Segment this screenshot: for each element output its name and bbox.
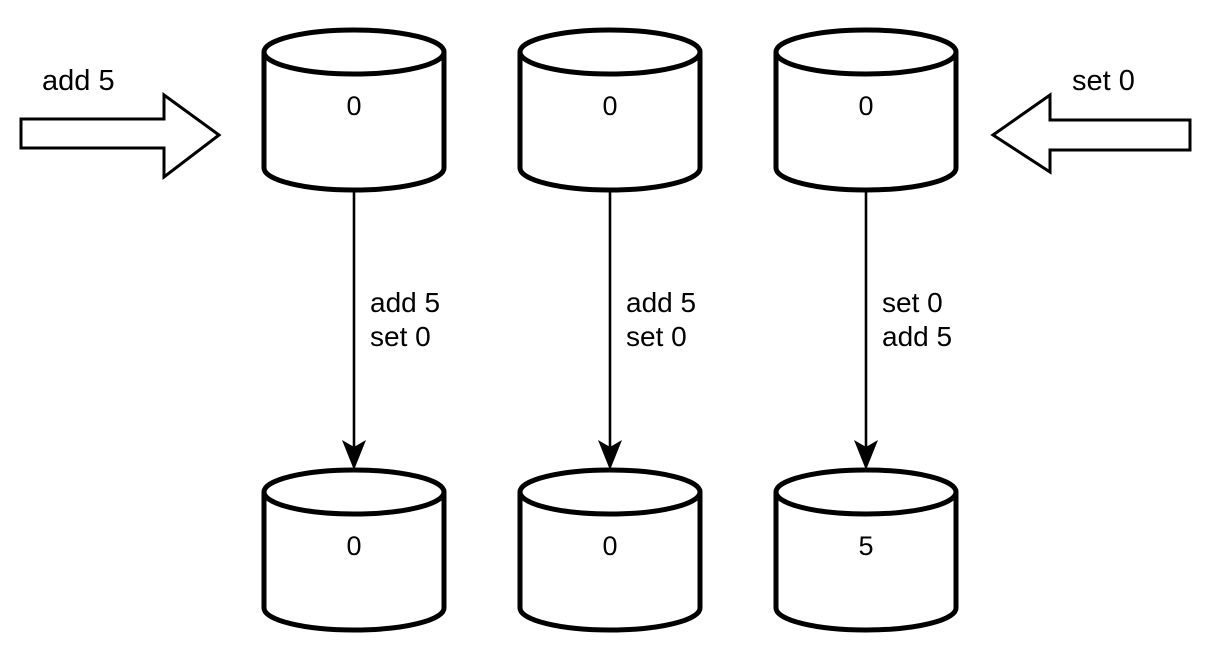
replica-1-bottom-cylinder-cap	[261, 467, 447, 517]
left-block-arrow-shape	[19, 92, 222, 181]
replica-1-bottom-cylinder-body	[261, 489, 447, 633]
replica-column-3: 0 set 0 add 5 5	[773, 27, 959, 633]
replica-3-bottom-cylinder-cap	[773, 467, 959, 517]
replica-3-op-line-2: add 5	[882, 321, 952, 352]
replica-3-bottom-cylinder-body	[773, 489, 959, 633]
right-client-arrow: set 0	[990, 65, 1192, 175]
replica-2-bottom-value: 0	[602, 531, 617, 561]
replica-3-top-value: 0	[858, 91, 873, 121]
replica-2-top-cylinder-body	[517, 49, 703, 193]
replica-1-top-value: 0	[346, 91, 361, 121]
replica-3-edge-arrowhead	[854, 440, 878, 470]
replica-1-edge-arrowhead	[342, 440, 366, 470]
replica-1-op-line-1: add 5	[370, 287, 440, 318]
replica-1-bottom-value: 0	[346, 531, 361, 561]
replica-2-edge-arrowhead	[598, 440, 622, 470]
replica-3-top-cylinder: 0	[773, 27, 959, 193]
replica-2-op-line-2: set 0	[626, 321, 687, 352]
replica-2-op-line-1: add 5	[626, 287, 696, 318]
replica-column-1: 0 add 5 set 0 0	[261, 27, 447, 633]
left-client-arrow-label: add 5	[42, 65, 115, 97]
replica-3-edge: set 0 add 5	[854, 192, 952, 470]
replica-1-top-cylinder-cap	[261, 27, 447, 77]
right-client-arrow-label: set 0	[1072, 65, 1135, 97]
replica-3-op-line-1: set 0	[882, 287, 943, 318]
replica-3-top-cylinder-cap	[773, 27, 959, 77]
replica-1-bottom-cylinder: 0	[261, 467, 447, 633]
left-client-arrow: add 5	[19, 65, 222, 181]
replica-2-bottom-cylinder-cap	[517, 467, 703, 517]
replica-2-bottom-cylinder-body	[517, 489, 703, 633]
replica-3-bottom-cylinder: 5	[773, 467, 959, 633]
replica-2-top-cylinder: 0	[517, 27, 703, 193]
replica-3-top-cylinder-body	[773, 49, 959, 193]
replica-1-edge: add 5 set 0	[342, 192, 440, 470]
replica-2-edge: add 5 set 0	[598, 192, 696, 470]
replica-2-bottom-cylinder: 0	[517, 467, 703, 633]
replica-1-top-cylinder-body	[261, 49, 447, 193]
replica-3-bottom-value: 5	[858, 531, 873, 561]
replica-column-2: 0 add 5 set 0 0	[517, 27, 703, 633]
replica-2-top-cylinder-cap	[517, 27, 703, 77]
replica-1-op-line-2: set 0	[370, 321, 431, 352]
replica-1-top-cylinder: 0	[261, 27, 447, 193]
replica-2-top-value: 0	[602, 91, 617, 121]
right-block-arrow-shape	[990, 92, 1192, 175]
